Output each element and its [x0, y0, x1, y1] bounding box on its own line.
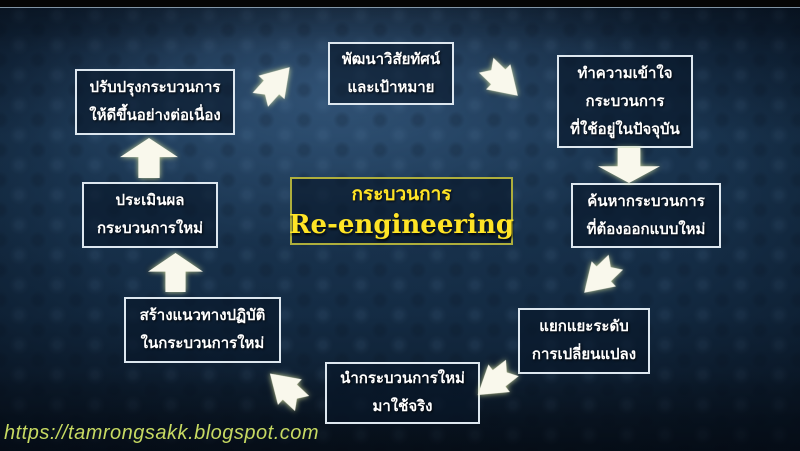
center-title-english: Re-engineering: [288, 210, 515, 240]
step-box-improve-continuously: ปรับปรุงกระบวนการ ให้ดีขึ้นอย่างต่อเนื่อ…: [75, 69, 235, 135]
step-text-line: ปรับปรุงกระบวนการ: [89, 79, 221, 96]
step-box-implement-new-process: นำกระบวนการใหม่ มาใช้จริง: [325, 362, 480, 424]
flow-arrow-se-icon: [474, 53, 530, 109]
flow-arrow-up-icon: [120, 138, 178, 178]
step-box-evaluate-new-process: ประเมินผล กระบวนการใหม่: [82, 182, 218, 248]
step-box-develop-vision: พัฒนาวิสัยทัศน์ และเป้าหมาย: [328, 42, 454, 105]
step-text-line: กระบวนการใหม่: [96, 220, 204, 237]
step-text-line: ที่ใช้อยู่ในปัจจุบัน: [570, 120, 680, 138]
flow-arrow-ne-icon: [247, 55, 302, 111]
step-text-line: กระบวนการ: [585, 92, 665, 110]
step-box-classify-change-levels: แยกแยะระดับ การเปลี่ยนแปลง: [518, 308, 650, 374]
step-text-line: มาใช้จริง: [372, 398, 433, 415]
step-text-line: สร้างแนวทางปฏิบัติ: [139, 307, 266, 324]
step-box-understand-current-process: ทำความเข้าใจ กระบวนการ ที่ใช้อยู่ในปัจจุ…: [557, 55, 693, 148]
step-text-line: ในกระบวนการใหม่: [140, 335, 265, 352]
step-box-find-process-to-redesign: ค้นหากระบวนการ ที่ต้องออกแบบใหม่: [571, 183, 721, 248]
center-title-thai: กระบวนการ: [351, 184, 452, 205]
center-title-box: กระบวนการ Re-engineering: [288, 177, 515, 245]
step-text-line: ทำความเข้าใจ: [577, 64, 673, 82]
flow-arrow-up-icon: [148, 253, 203, 292]
step-text-line: ค้นหากระบวนการ: [587, 192, 705, 210]
flow-arrow-sw-icon: [572, 250, 628, 306]
top-border-line: [0, 7, 800, 8]
step-text-line: แยกแยะระดับ: [539, 318, 629, 335]
watermark-url: https://tamrongsakk.blogspot.com: [4, 422, 320, 444]
top-border-bar: [0, 0, 800, 7]
step-text-line: และเป้าหมาย: [347, 78, 435, 96]
step-text-line: ให้ดีขึ้นอย่างต่อเนื่อง: [89, 107, 221, 124]
step-text-line: การเปลี่ยนแปลง: [531, 346, 637, 363]
step-box-create-practice-guidelines: สร้างแนวทางปฏิบัติ ในกระบวนการใหม่: [124, 297, 281, 363]
flow-arrow-nw-icon: [258, 361, 314, 417]
step-text-line: ที่ต้องออกแบบใหม่: [586, 220, 706, 238]
flow-arrow-down-icon: [598, 148, 660, 183]
step-text-line: นำกระบวนการใหม่: [340, 370, 465, 387]
step-text-line: พัฒนาวิสัยทัศน์: [341, 50, 441, 68]
step-text-line: ประเมินผล: [115, 192, 185, 209]
